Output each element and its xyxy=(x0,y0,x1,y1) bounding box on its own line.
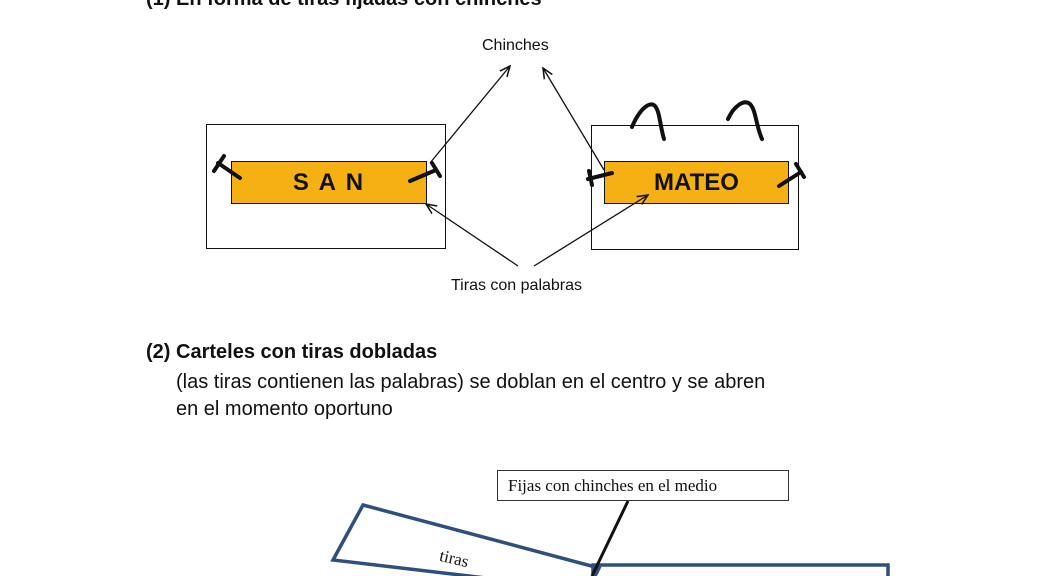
tiras-label: Tiras con palabras xyxy=(451,277,583,294)
chinche-hook-2 xyxy=(726,100,764,141)
arrow-tiras-right xyxy=(533,195,648,267)
pin-left-1 xyxy=(212,154,242,180)
callout-box: Fijas con chinches en el medio xyxy=(497,470,789,501)
pin-left-2 xyxy=(408,161,442,183)
right-strip-board xyxy=(591,563,890,576)
pin-right-2 xyxy=(777,162,806,188)
right-board xyxy=(591,125,799,250)
pin-right-1 xyxy=(586,169,614,187)
chinches-label: Chinches xyxy=(482,37,549,54)
description-line-1: (las tiras contienen las palabras) se do… xyxy=(176,371,766,393)
chinche-hook-1 xyxy=(630,102,666,141)
tilted-strip-board xyxy=(330,502,602,576)
arrow-chinches-right xyxy=(543,68,605,171)
left-board xyxy=(206,124,446,249)
description-line-2: en el momento oportuno xyxy=(176,398,393,420)
section2-heading: (2) Carteles con tiras dobladas xyxy=(146,341,438,363)
arrow-tiras-left xyxy=(426,204,519,267)
word-strip-mateo: MATEO xyxy=(604,161,789,204)
word-strip-san: S A N xyxy=(231,161,427,204)
section1-heading: (1) En forma de tiras fijadas con chinch… xyxy=(146,0,542,11)
callout-pointer xyxy=(590,500,630,576)
arrow-chinches-left xyxy=(429,66,510,164)
section2-description: (las tiras contienen las palabras) se do… xyxy=(176,369,765,423)
